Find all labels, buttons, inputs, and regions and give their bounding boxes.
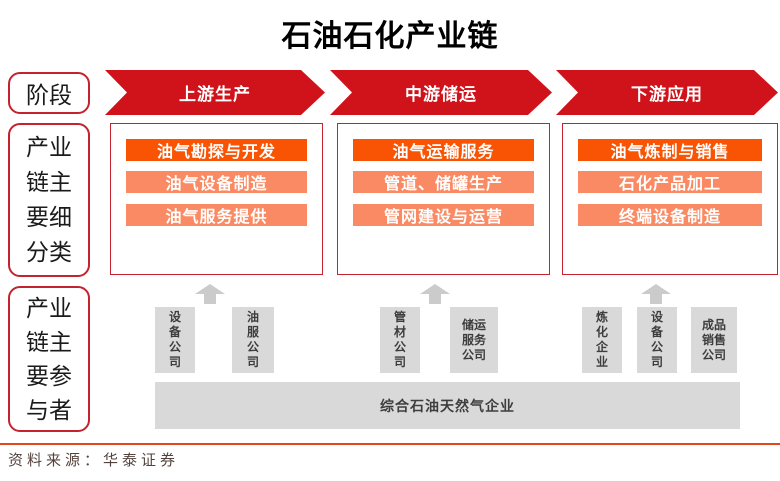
subdivision-item: 石化产品加工 (578, 171, 762, 193)
page-title: 石油石化产业链 (281, 20, 499, 53)
up-arrow-icon (195, 284, 225, 304)
stage-arrow-upstream: 上游生产 (105, 70, 325, 115)
stage-arrow-downstream: 下游应用 (556, 70, 778, 115)
company-box-equipment-2: 设 备 公 司 (637, 307, 677, 373)
divider-rule (0, 443, 780, 445)
company-box-oil-service: 油 服 公 司 (232, 307, 274, 373)
integrated-oil-gas-enterprise-bar: 综合石油天然气企业 (155, 382, 740, 429)
subdivision-item: 油气炼制与销售 (578, 139, 762, 161)
company-box-refining: 炼 化 企 业 (582, 307, 622, 373)
company-box-equipment: 设 备 公 司 (155, 307, 195, 373)
downstream-subdivision-box: 油气炼制与销售 石化产品加工 终端设备制造 (562, 123, 778, 275)
midstream-subdivision-box: 油气运输服务 管道、储罐生产 管网建设与运营 (337, 123, 550, 275)
stage-label: 阶段 (8, 72, 90, 114)
participants-label: 产业 链主 要参 与者 (8, 286, 90, 432)
subdivision-label: 产业 链主 要细 分类 (8, 123, 90, 277)
company-box-storage-service: 储运 服务 公司 (450, 307, 498, 373)
upstream-subdivision-box: 油气勘探与开发 油气设备制造 油气服务提供 (110, 123, 323, 275)
subdivision-item: 油气勘探与开发 (126, 139, 307, 161)
subdivision-item: 管网建设与运营 (353, 204, 534, 226)
company-box-pipe-material: 管 材 公 司 (380, 307, 420, 373)
subdivision-item: 油气运输服务 (353, 139, 534, 161)
subdivision-item: 管道、储罐生产 (353, 171, 534, 193)
subdivision-item: 油气设备制造 (126, 171, 307, 193)
up-arrow-icon (420, 284, 450, 304)
company-box-product-sales: 成品 销售 公司 (691, 307, 737, 373)
up-arrow-icon (641, 284, 671, 304)
stage-arrow-midstream: 中游储运 (330, 70, 552, 115)
subdivision-item: 油气服务提供 (126, 204, 307, 226)
subdivision-item: 终端设备制造 (578, 204, 762, 226)
source-note: 资料来源：华泰证券 (8, 453, 180, 469)
